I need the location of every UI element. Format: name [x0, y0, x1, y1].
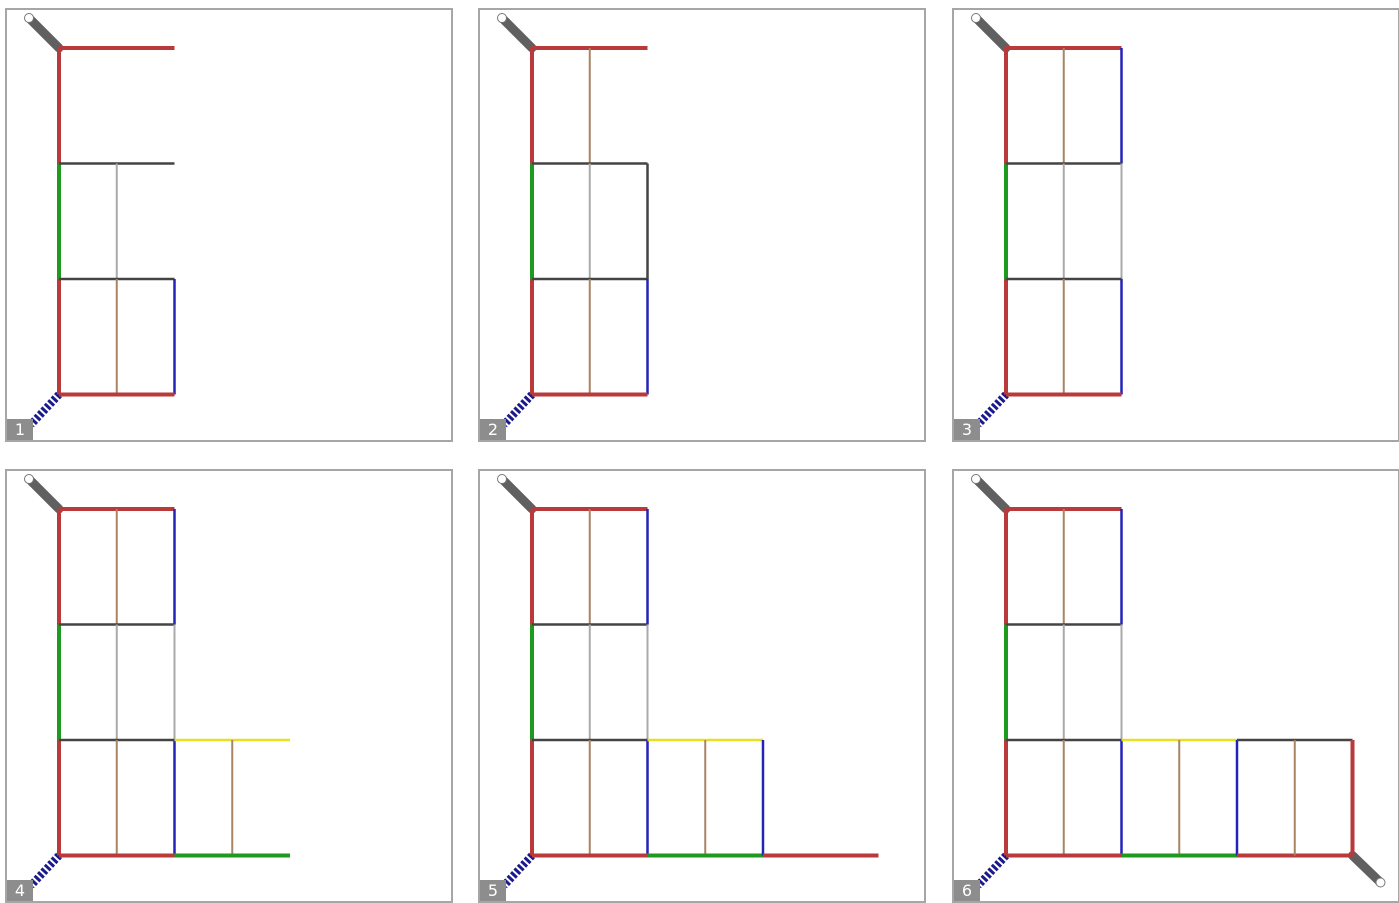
frame-diagram [971, 13, 1123, 428]
step-panel-1: 1 [5, 8, 453, 442]
step-number-badge: 2 [480, 419, 506, 440]
white-end-cap-icon [24, 474, 34, 484]
rod-top-left [971, 13, 1011, 53]
frame-diagram [24, 13, 176, 428]
blue-rod-bottom-left [975, 852, 1009, 889]
step-panel-6: 6 [952, 469, 1399, 903]
white-end-cap-icon [497, 474, 507, 484]
step-panel-2: 2 [478, 8, 926, 442]
white-end-cap-icon [971, 474, 981, 484]
rod-top-left [497, 13, 537, 53]
white-end-cap-icon [971, 13, 981, 23]
frame-diagram [497, 13, 649, 428]
frame-diagram [971, 474, 1386, 889]
frame-diagram [497, 474, 879, 889]
blue-rod-bottom-left [28, 852, 62, 889]
rod-top-left [24, 474, 64, 514]
frame-diagram [24, 474, 290, 889]
rod-top-left [24, 13, 64, 53]
rod-bottom-right [1348, 851, 1385, 887]
step-number-badge: 4 [7, 880, 33, 901]
white-end-cap-icon [24, 13, 34, 23]
step-number-badge: 6 [954, 880, 980, 901]
step-number-badge: 5 [480, 880, 506, 901]
white-end-cap-icon [1375, 877, 1386, 888]
blue-rod-bottom-left [501, 391, 535, 428]
blue-rod-bottom-left [28, 391, 62, 428]
rod-top-left [971, 474, 1011, 514]
blue-rod-bottom-left [975, 391, 1009, 428]
blue-rod-bottom-left [501, 852, 535, 889]
step-panel-5: 5 [478, 469, 926, 903]
rod-top-left [497, 474, 537, 514]
step-number-badge: 1 [7, 419, 33, 440]
step-panel-3: 3 [952, 8, 1399, 442]
step-number-badge: 3 [954, 419, 980, 440]
step-panel-4: 4 [5, 469, 453, 903]
white-end-cap-icon [497, 13, 507, 23]
